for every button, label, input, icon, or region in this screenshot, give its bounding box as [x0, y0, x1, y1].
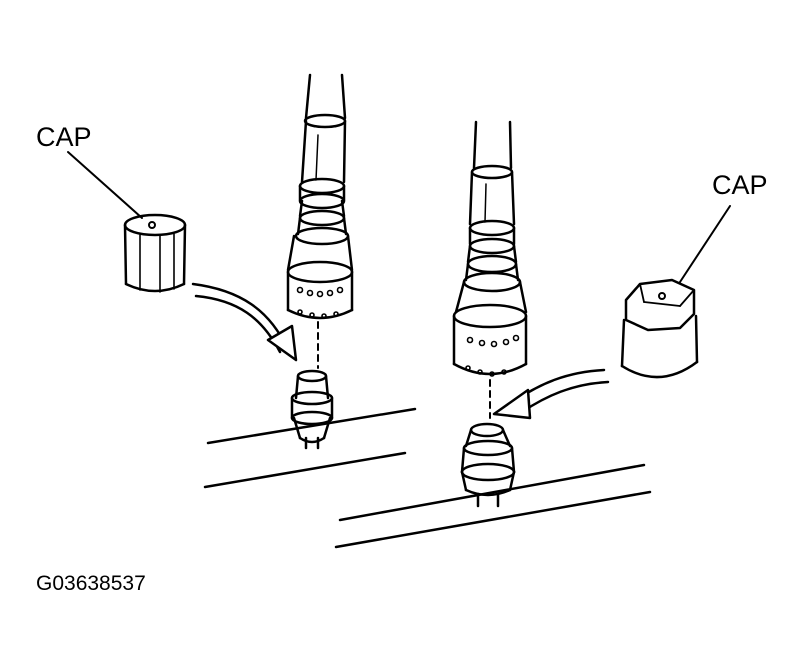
- right-service-valve: [460, 422, 516, 508]
- right-hose: [468, 120, 516, 226]
- right-cap-leader-line: [679, 205, 731, 283]
- left-service-coupler: [286, 177, 354, 320]
- figure-id: G03638537: [36, 572, 146, 595]
- left-hose: [300, 73, 347, 184]
- right-cap: [620, 278, 699, 379]
- right-refrigerant-line: [334, 463, 652, 549]
- cap-label-right: CAP: [712, 170, 768, 200]
- left-refrigerant-line: [203, 407, 417, 489]
- right-direction-arrow: [492, 368, 610, 420]
- left-service-valve: [290, 369, 334, 450]
- left-direction-arrow: [191, 282, 298, 362]
- left-cap-leader-line: [67, 151, 143, 219]
- right-service-coupler: [452, 219, 528, 377]
- left-cap: [123, 213, 187, 293]
- cap-label-left: CAP: [36, 122, 92, 152]
